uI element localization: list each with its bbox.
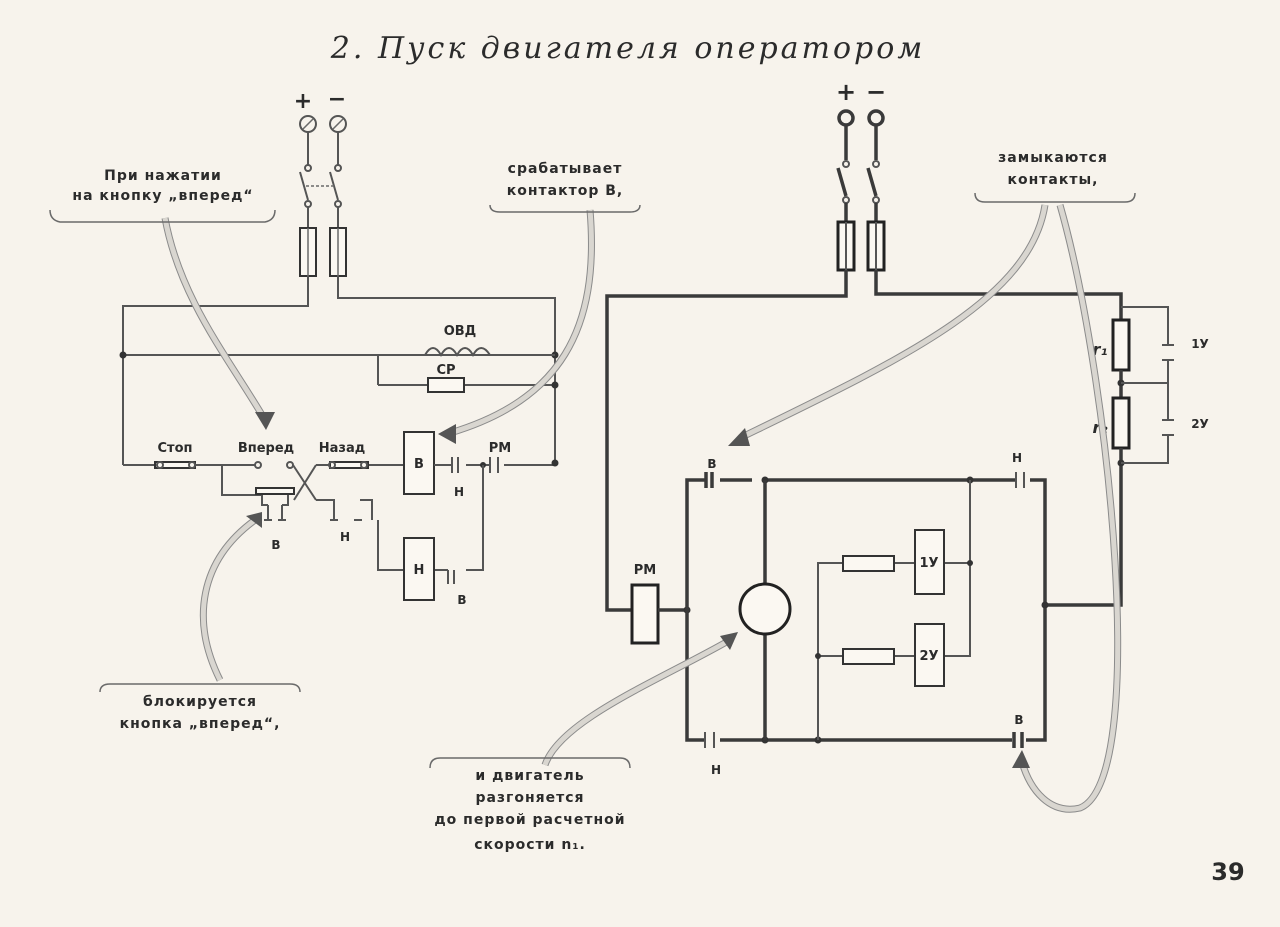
- resistor-r2: [1111, 396, 1131, 450]
- caption-contacts-line1: замыкаются: [998, 150, 1108, 166]
- rm-label-right: РМ: [634, 563, 656, 578]
- right-main-switch: [836, 167, 878, 197]
- contact-rm: [489, 457, 499, 473]
- left-minus-sign: −: [328, 87, 346, 112]
- forward-block-contact-label: В: [271, 538, 280, 552]
- coil-v-label: В: [414, 457, 424, 472]
- contact-h-bottom-label: Н: [711, 763, 721, 777]
- right-minus-sign: −: [866, 78, 886, 106]
- u2-contact-label: 2У: [1191, 417, 1209, 431]
- coil-rm: [630, 583, 660, 645]
- motor: [738, 582, 792, 636]
- caption-blocked-line1: блокируется: [143, 694, 257, 710]
- coil-v: [403, 431, 435, 495]
- contact-v-nc: [447, 570, 455, 584]
- caption-blocked-line2: кнопка „вперед“,: [120, 716, 281, 732]
- ovd-label: ОВД: [444, 324, 477, 339]
- caption-contacts-line2: контакты,: [1008, 172, 1099, 188]
- forward-label: Вперед: [238, 441, 294, 456]
- sr-label: СР: [436, 363, 455, 378]
- sr-resistor: [427, 377, 465, 393]
- right-plus-terminal: [837, 109, 855, 127]
- left-circuit: + − ОВД СР Стоп Вперед Назад: [119, 87, 559, 607]
- caption-motor: и двигатель разгоняется до первой расчет…: [429, 757, 631, 853]
- left-plus-sign: +: [294, 89, 312, 114]
- ovd-winding: [424, 347, 491, 358]
- coil-h-label: Н: [414, 563, 425, 578]
- coil-1u-label: 1У: [919, 556, 938, 571]
- contact-h-nc: [451, 457, 459, 473]
- caption-triggers-line1: срабатывает: [508, 161, 623, 177]
- stop-label: Стоп: [158, 441, 193, 456]
- resistor-1u: [842, 555, 895, 572]
- forward-button[interactable]: [255, 487, 295, 495]
- caption-motor-line1: и двигатель: [475, 768, 584, 784]
- back-block-contact-label: Н: [340, 530, 350, 544]
- contact-h-label: Н: [454, 485, 464, 499]
- caption-press-line1: При нажатии: [104, 168, 222, 184]
- contact-h-top-label: Н: [1012, 451, 1022, 465]
- arrow-contacts-1: [738, 204, 1049, 442]
- page-title: 2. Пуск двигателя оператором: [330, 31, 925, 66]
- caption-triggers-line2: контактор В,: [507, 183, 623, 199]
- r1-label: r₁: [1093, 340, 1108, 359]
- coil-h: [403, 537, 435, 601]
- u1-contact-label: 1У: [1191, 337, 1209, 351]
- caption-blocked: блокируется кнопка „вперед“,: [99, 683, 301, 732]
- coil-2u: [914, 623, 945, 687]
- contact-v-bottom: [1012, 732, 1024, 748]
- caption-motor-line2: разгоняется: [475, 790, 584, 806]
- contact-v-bottom-label: В: [1014, 713, 1023, 727]
- right-plus-sign: +: [836, 78, 856, 106]
- contact-h-top: [1015, 472, 1025, 488]
- caption-triggers: срабатывает контактор В,: [489, 161, 641, 213]
- shunt-contacts: [1162, 344, 1174, 436]
- arrow-press: [161, 217, 269, 422]
- contact-h-bottom: [704, 732, 715, 748]
- arrow-motor: [541, 636, 732, 767]
- coil-2u-label: 2У: [919, 649, 938, 664]
- right-circuit: + − РМ r₁ r₂ 1У 2У В Н: [605, 78, 1209, 777]
- coil-1u: [914, 529, 945, 595]
- back-label: Назад: [319, 441, 365, 456]
- rm-label-left: РМ: [489, 441, 511, 456]
- caption-motor-line4: скорости n₁.: [474, 837, 586, 853]
- resistor-r1: [1111, 318, 1131, 372]
- contact-v-label: В: [457, 593, 466, 607]
- caption-press-line2: на кнопку „вперед“: [72, 188, 253, 204]
- caption-motor-line3: до первой расчетной: [434, 812, 625, 828]
- page-number: 39: [1211, 858, 1244, 886]
- contact-v-top: [704, 472, 714, 488]
- right-minus-terminal: [867, 109, 885, 127]
- contact-v-top-label: В: [707, 457, 716, 471]
- forward-block-contact: [264, 505, 286, 521]
- caption-contacts: замыкаются контакты,: [974, 150, 1136, 203]
- resistor-2u: [842, 648, 895, 665]
- caption-press: При нажатии на кнопку „вперед“: [49, 168, 276, 223]
